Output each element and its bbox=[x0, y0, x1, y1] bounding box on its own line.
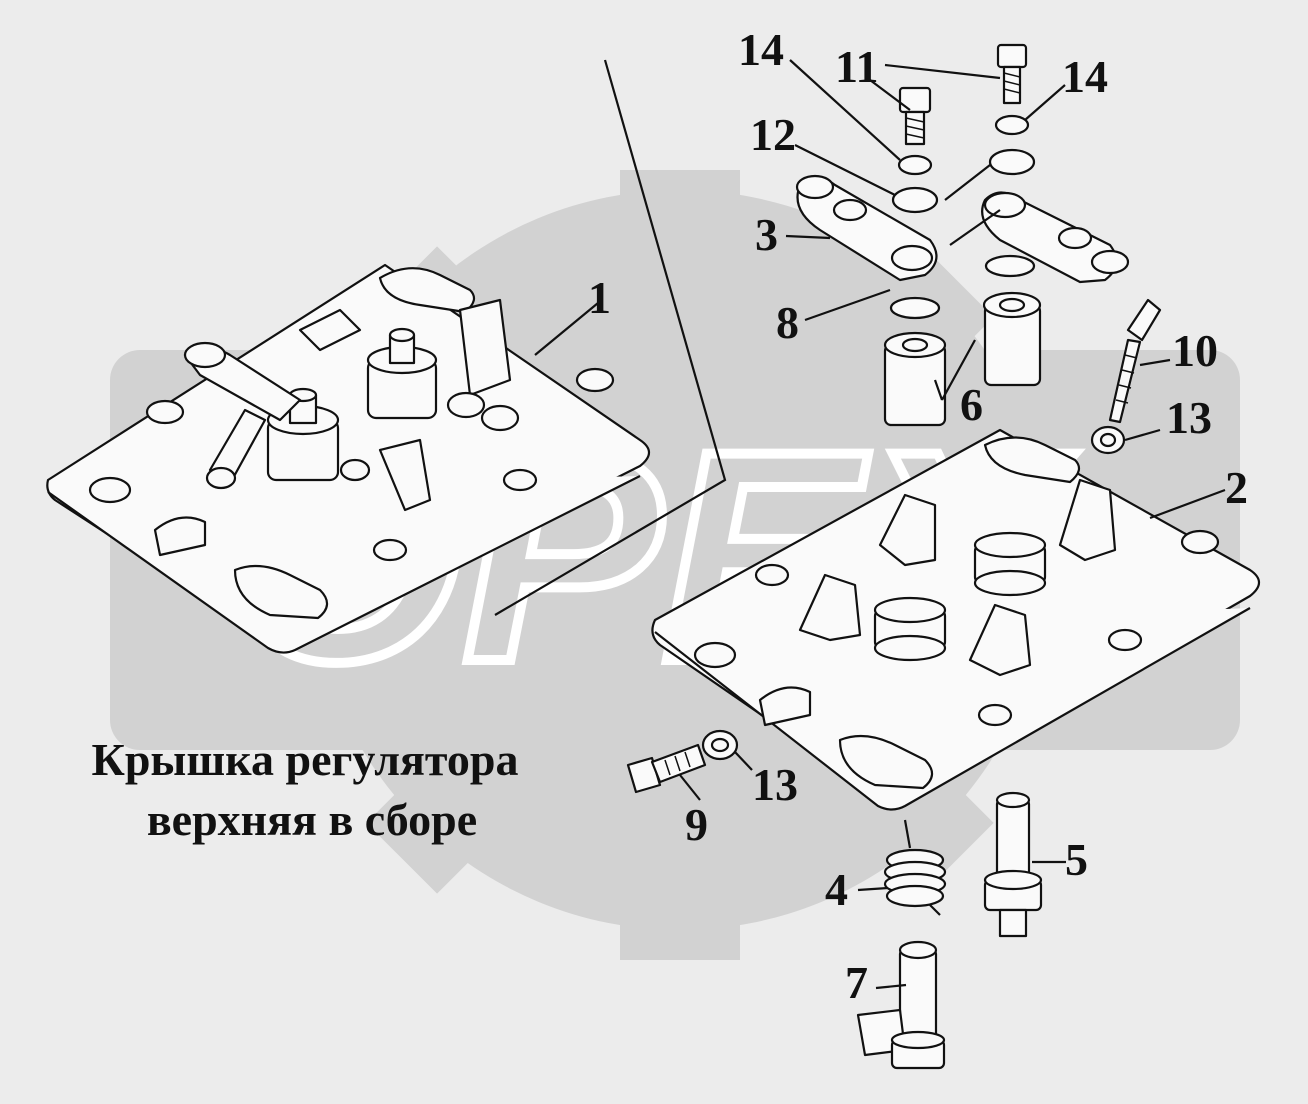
callout-2: 2 bbox=[1225, 462, 1248, 513]
caption-line-2: верхняя в сборе bbox=[147, 794, 477, 845]
assembly-2-cover bbox=[651, 428, 1261, 811]
callout-6: 6 bbox=[960, 379, 983, 430]
leader-14-left bbox=[789, 59, 901, 161]
callout-13-lower: 13 bbox=[752, 759, 798, 810]
plate-1-tab bbox=[153, 516, 207, 557]
callout-8: 8 bbox=[776, 297, 799, 348]
callout-12: 12 bbox=[750, 109, 796, 160]
part-13-nut-upper bbox=[1090, 425, 1126, 455]
callout-14-left: 14 bbox=[738, 24, 784, 75]
separator-line bbox=[494, 59, 727, 616]
part-9-bolt bbox=[626, 743, 707, 794]
part-13-nut-lower bbox=[701, 729, 739, 761]
leader-13-upper bbox=[1124, 428, 1161, 442]
leader-1 bbox=[534, 302, 599, 356]
part-11-bolts bbox=[898, 43, 1028, 146]
plate-1-mechanisms bbox=[183, 298, 520, 512]
plate-1-ear-top bbox=[378, 267, 476, 314]
part-8-rings bbox=[889, 254, 1036, 320]
leader-3 bbox=[785, 234, 831, 240]
part-12-14-washers bbox=[891, 114, 1036, 214]
callout-14-right: 14 bbox=[1062, 51, 1108, 102]
callout-13-upper: 13 bbox=[1166, 392, 1212, 443]
plate-1-ear-bottom bbox=[233, 564, 329, 620]
callout-10: 10 bbox=[1172, 325, 1218, 376]
assembly-1-cover bbox=[46, 263, 651, 654]
callout-11: 11 bbox=[835, 41, 878, 92]
leader-4 bbox=[857, 886, 889, 892]
callout-9: 9 bbox=[685, 799, 708, 850]
plate-1-bolt bbox=[88, 476, 132, 504]
callout-5: 5 bbox=[1065, 834, 1088, 885]
callout-7: 7 bbox=[845, 957, 868, 1008]
leader-10 bbox=[1139, 358, 1171, 367]
leader-7 bbox=[875, 983, 907, 990]
part-6-bushings bbox=[883, 291, 1042, 427]
callout-3: 3 bbox=[755, 209, 778, 260]
leader-lines bbox=[494, 59, 1226, 990]
leader-9 bbox=[679, 774, 701, 801]
leader-2 bbox=[1149, 488, 1226, 520]
callout-1: 1 bbox=[588, 272, 611, 323]
leader-11 bbox=[869, 63, 1001, 111]
leader-14-right bbox=[1024, 84, 1066, 121]
assembly-guide-lines bbox=[944, 164, 1001, 246]
part-3-levers bbox=[795, 174, 1130, 284]
leader-12 bbox=[794, 144, 896, 196]
part-7-shaft bbox=[856, 940, 946, 1070]
callout-labels: 1 2 3 4 5 6 7 8 9 10 11 12 13 13 14 14 bbox=[588, 24, 1248, 1008]
callout-4: 4 bbox=[825, 864, 848, 915]
leader-8 bbox=[804, 288, 891, 322]
part-10-screw bbox=[1108, 298, 1162, 424]
caption-line-1: Крышка регулятора bbox=[91, 734, 518, 785]
leader-13-lower bbox=[734, 751, 753, 771]
part-5-shaft bbox=[983, 791, 1043, 938]
part-4-spring bbox=[883, 819, 947, 916]
leader-6 bbox=[933, 339, 976, 401]
caption: Крышка регулятора верхняя в сборе bbox=[91, 734, 518, 845]
